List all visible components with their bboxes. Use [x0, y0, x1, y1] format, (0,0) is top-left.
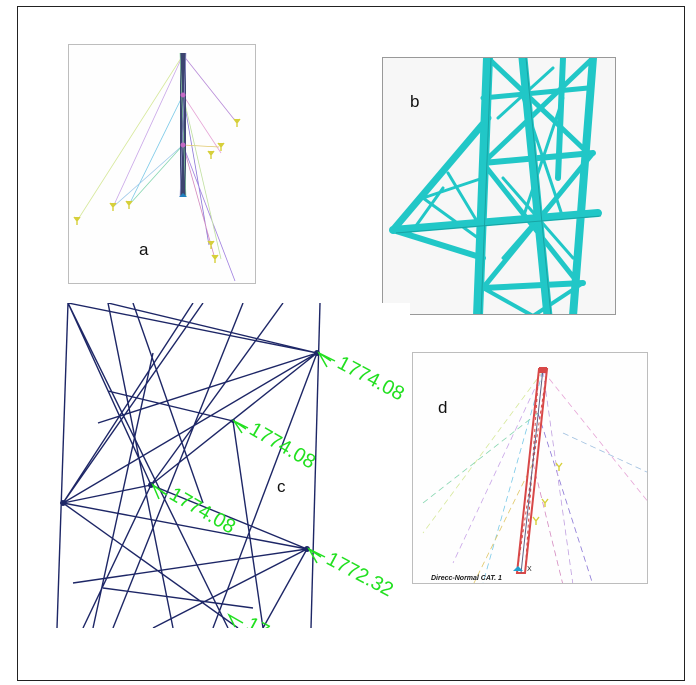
force-arrow-icon [151, 351, 336, 628]
force-label: 17 [243, 613, 273, 628]
anchor-icon [73, 118, 241, 263]
guyed-mast-elevation [73, 52, 241, 282]
force-label: 1772.32 [323, 548, 397, 601]
panel-a [68, 44, 256, 284]
anchor-icon [532, 462, 563, 525]
load-case-caption: Direcc-Normal CAT. 1 [431, 575, 502, 582]
mast-loading-view: X Direcc-Normal CAT. 1 [422, 367, 647, 583]
member-force-diagram: 1774.08 1774.08 1774.08 1772.32 17 [56, 303, 408, 628]
panel-c: 1774.08 1774.08 1774.08 1772.32 17 [53, 303, 410, 628]
panel-b-label: b [410, 92, 420, 111]
panel-d: X Direcc-Normal CAT. 1 [412, 352, 648, 584]
panel-b [382, 57, 616, 315]
force-label: 1774.08 [246, 418, 320, 473]
panel-d-label: d [438, 398, 448, 417]
panel-a-label: a [139, 240, 149, 259]
force-label: 1774.08 [166, 483, 240, 538]
panel-c-label: c [277, 477, 286, 496]
force-label: 1774.08 [334, 352, 408, 405]
axis-label: X [527, 566, 532, 573]
truss-3d-detail [389, 58, 602, 314]
